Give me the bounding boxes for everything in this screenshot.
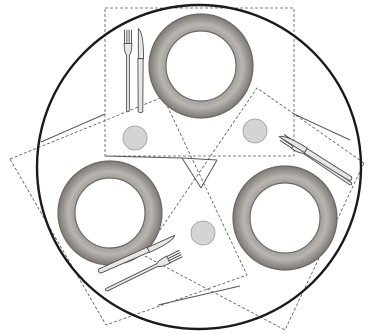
fork-top-icon (124, 30, 132, 112)
plate-left-center (75, 178, 145, 248)
place-setting-top (123, 14, 253, 150)
plate-right-center (250, 183, 320, 253)
side-dish-right (243, 119, 267, 143)
side-dish-left (191, 221, 215, 245)
place-setting-right (233, 119, 354, 270)
knife-top-icon (138, 29, 144, 113)
plate-top-center (166, 31, 236, 101)
place-setting-left (58, 161, 215, 294)
side-dish-top (123, 126, 147, 150)
